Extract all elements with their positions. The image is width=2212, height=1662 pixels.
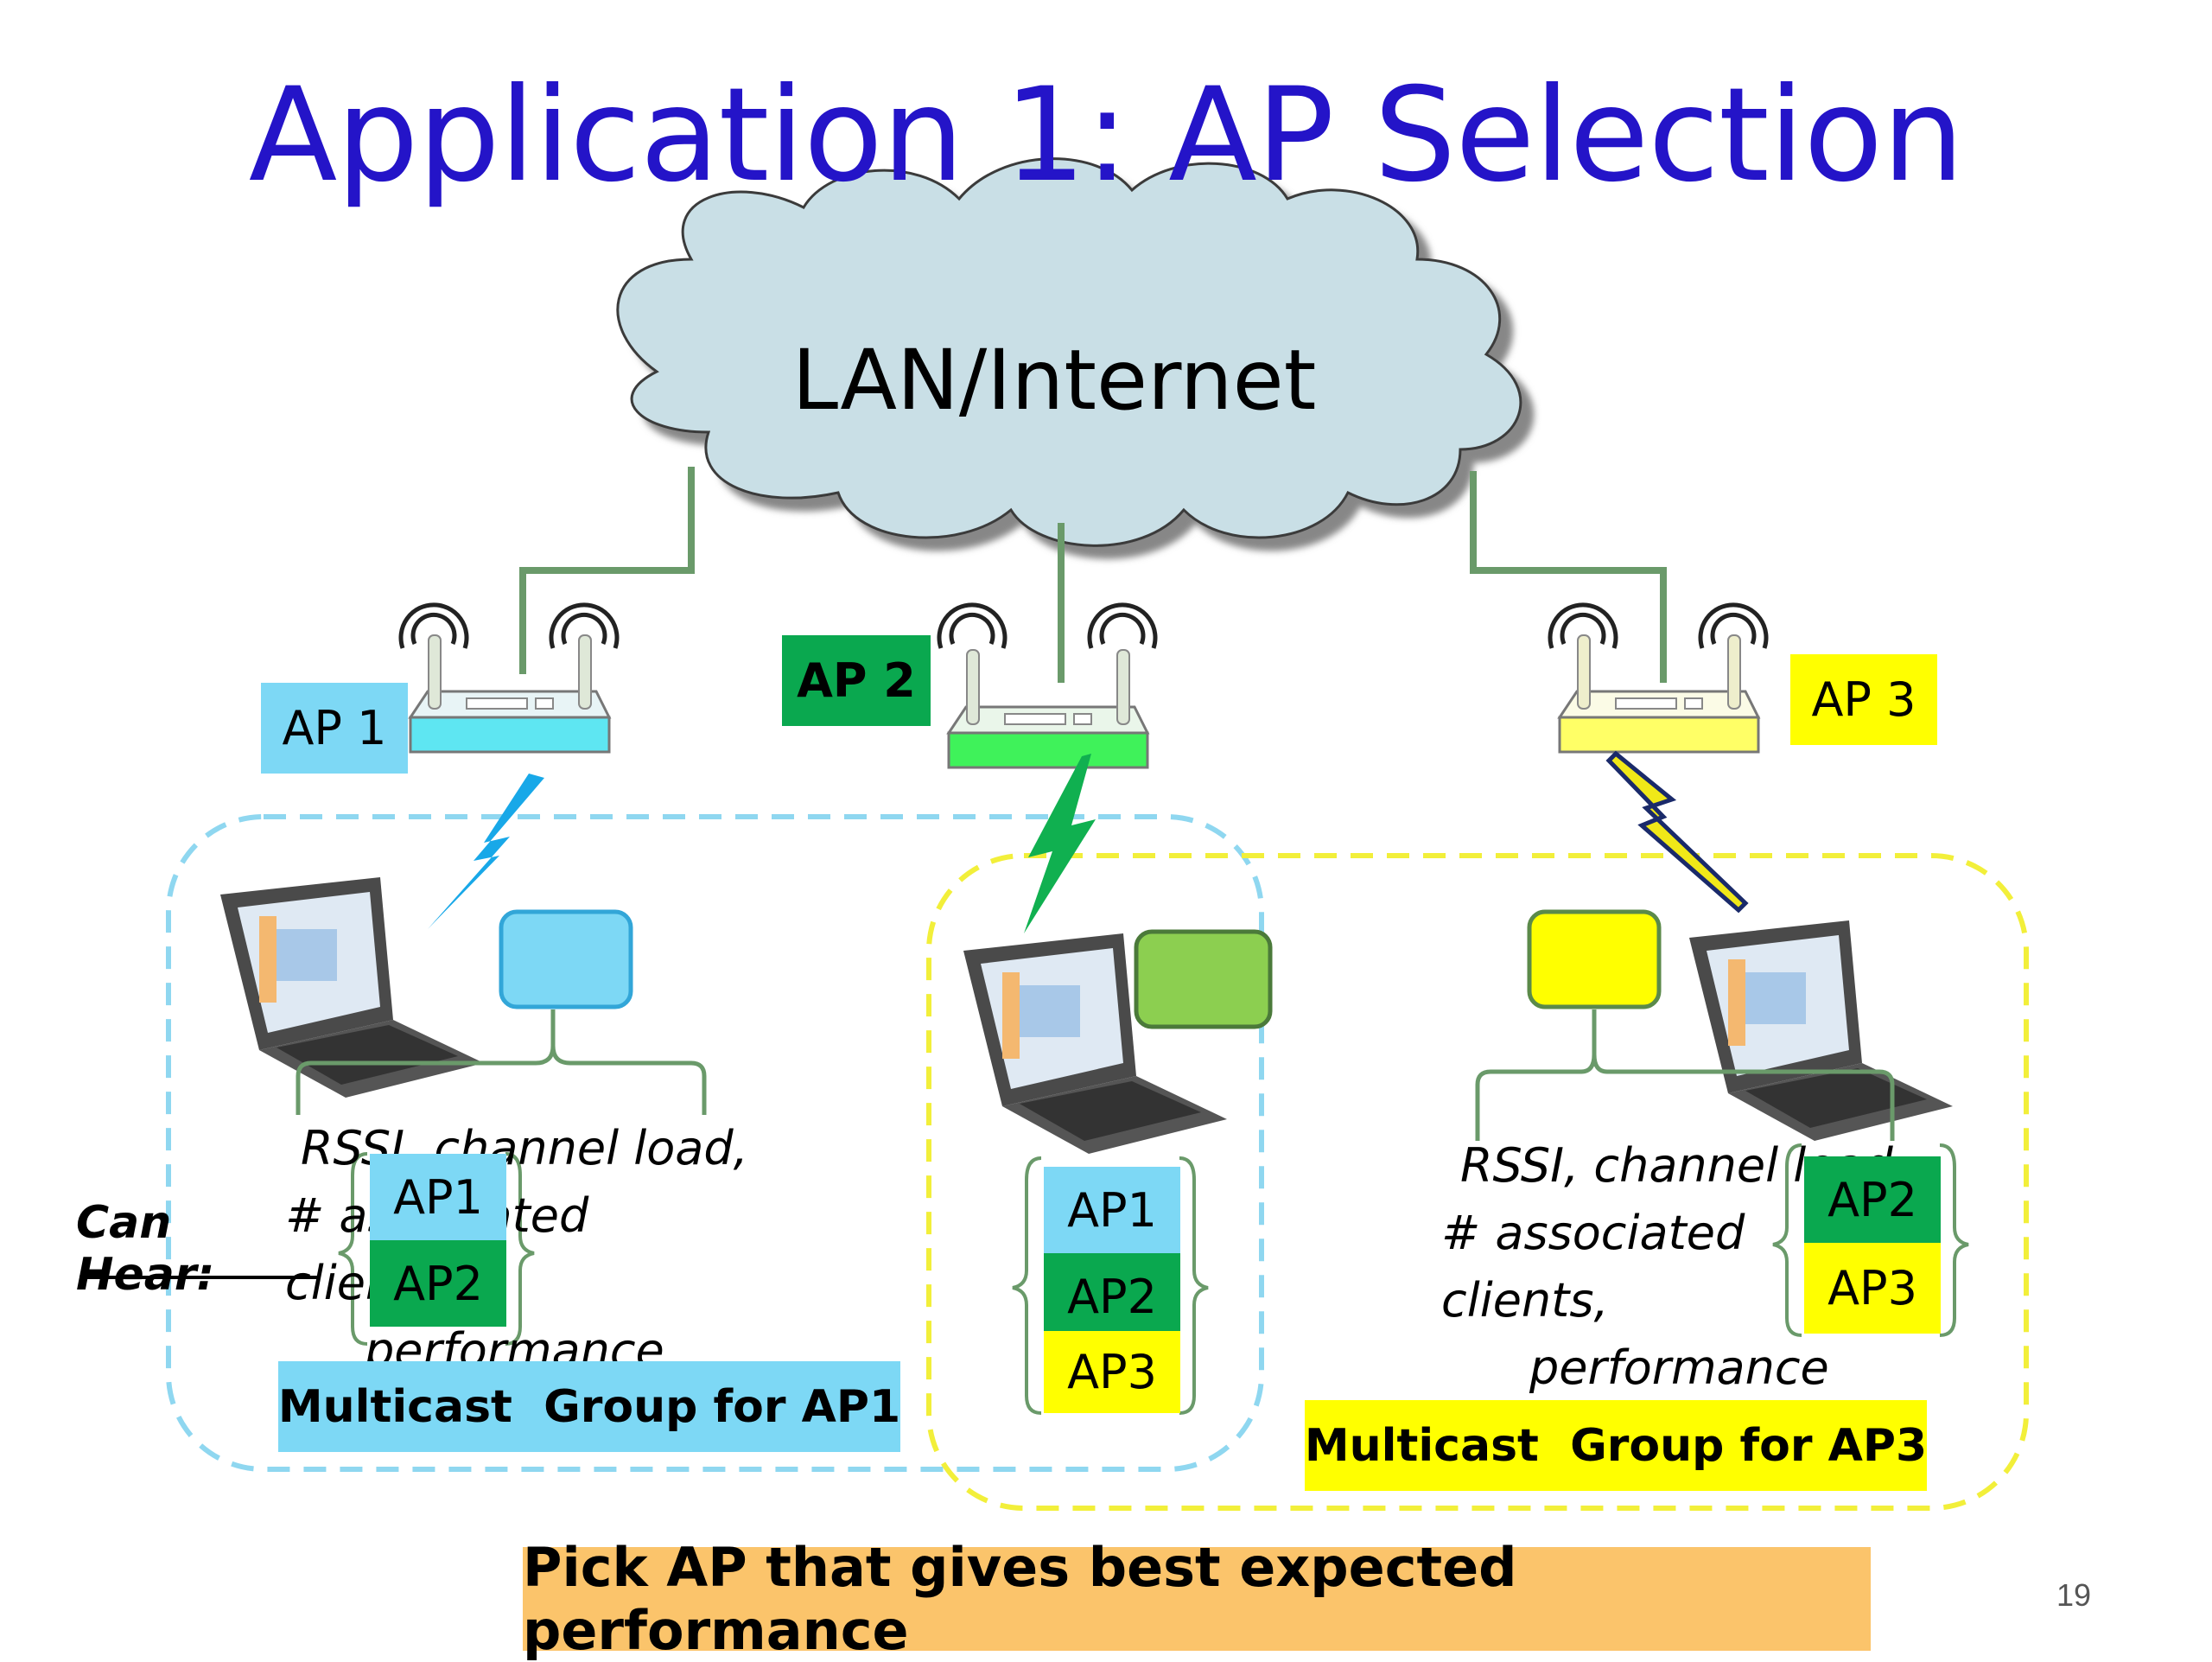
conclusion-banner: Pick AP that gives best expected perform… xyxy=(523,1536,1871,1662)
metrics-left-line1: RSSI, channel load, xyxy=(301,1121,748,1175)
cloud-icon xyxy=(616,157,1522,547)
laptop-icon-right xyxy=(1689,920,1953,1141)
multicast-region-ap1 xyxy=(166,814,1264,1472)
hear-left-ap1: AP1 xyxy=(370,1154,506,1240)
metrics-left-line2: # associated clients, xyxy=(285,1188,588,1310)
metrics-right-line3: performance xyxy=(1529,1340,1829,1395)
ap1-label: AP 1 xyxy=(261,683,408,774)
link-ap3 xyxy=(1470,471,1667,683)
ap2-label: AP 2 xyxy=(782,635,931,726)
hear-middle-ap3: AP3 xyxy=(1044,1331,1180,1413)
brace-middle xyxy=(1012,1156,1209,1415)
brace-left xyxy=(338,1152,535,1346)
slide-title: Application 1: AP Selection xyxy=(248,60,1964,211)
hear-middle-ap2: AP2 xyxy=(1044,1253,1180,1340)
metrics-text-left: RSSI, channel load, # associated clients… xyxy=(285,1115,769,1385)
page-number: 19 xyxy=(2056,1577,2092,1613)
router-icon-ap1 xyxy=(398,602,620,754)
hear-right-ap2: AP2 xyxy=(1804,1156,1941,1243)
lightning-icon-ap2 xyxy=(1024,754,1096,933)
hear-left-ap2: AP2 xyxy=(370,1240,506,1327)
metrics-bracket-left xyxy=(296,1009,707,1115)
hear-right-ap3: AP3 xyxy=(1804,1243,1941,1334)
link-ap1 xyxy=(519,467,695,674)
lightning-icon-ap1 xyxy=(428,774,544,929)
wired-links xyxy=(519,467,1667,683)
can-hear-label: Can Hear: xyxy=(76,1197,215,1301)
status-box-middle xyxy=(1134,929,1273,1029)
lightning-icon-ap3 xyxy=(1605,750,1749,914)
router-icon-ap3 xyxy=(1548,602,1769,754)
status-box-left xyxy=(499,909,633,1009)
cloud-label: LAN/Internet xyxy=(791,332,1317,429)
multicast-group-ap3-label: Multicast Group for AP3 xyxy=(1305,1400,1927,1491)
metrics-right-line2: # associated clients, xyxy=(1441,1206,1745,1328)
multicast-group-ap1-label: Multicast Group for AP1 xyxy=(278,1361,900,1452)
hear-middle-ap1: AP1 xyxy=(1044,1167,1180,1253)
multicast-region-ap3 xyxy=(926,853,2029,1511)
laptop-icon-middle xyxy=(963,933,1227,1154)
ap3-label: AP 3 xyxy=(1790,654,1937,745)
metrics-bracket-right xyxy=(1475,1009,1895,1141)
status-box-right xyxy=(1527,909,1662,1009)
router-icon-ap2 xyxy=(937,602,1158,769)
brace-right xyxy=(1772,1143,1969,1337)
laptop-icon-left xyxy=(220,877,484,1098)
